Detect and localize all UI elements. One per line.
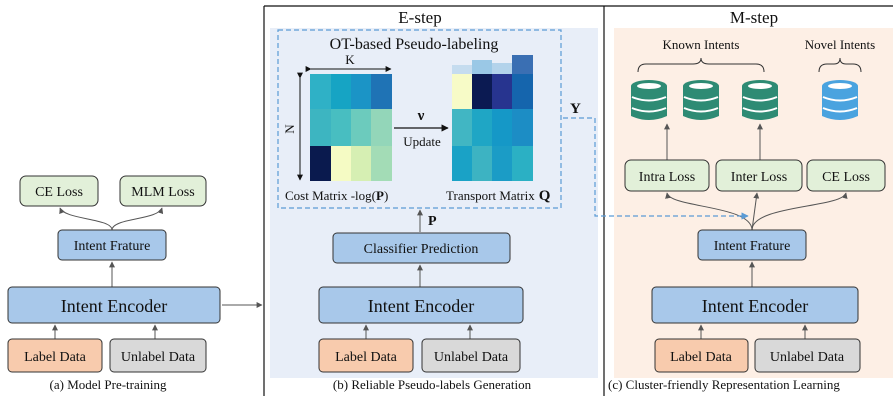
caption-a: (a) Model Pre-training [50, 377, 167, 392]
ce-loss-box [19, 175, 99, 207]
panel-m-step: M-step Known Intents Novel Intents [608, 8, 893, 392]
mstep-intent-encoder-label: Intent Encoder [702, 296, 808, 316]
inter-loss-label: Inter Loss [731, 170, 787, 185]
panel-model-pretraining: CE Loss MLM Loss Intent Frature Intent E… [7, 175, 221, 392]
panel-e-step: E-step OT-based Pseudo-labeling K N ν Up… [270, 8, 598, 392]
caption-c: (c) Cluster-friendly Representation Lear… [608, 377, 840, 392]
ot-dashed-box [277, 29, 562, 209]
mstep-unlabel-data-label: Unlabel Data [770, 350, 845, 365]
novel-intents-brace [818, 57, 862, 73]
unlabel-data-label: Unlabel Data [121, 350, 196, 365]
novel-intent-db-icon [822, 80, 858, 120]
classifier-prediction-box [332, 232, 511, 264]
dim-k-label: K [345, 52, 355, 67]
estep-title: E-step [398, 8, 441, 27]
mstep-label-data-box [654, 338, 749, 373]
known-intents-brace [637, 57, 765, 73]
mstep-intent-encoder-box [651, 286, 859, 324]
intent-encoder-label: Intent Encoder [61, 296, 167, 316]
estep-label-data-label: Label Data [335, 350, 398, 365]
caption-b: (b) Reliable Pseudo-labels Generation [333, 377, 532, 392]
known-intent-db-icon [742, 80, 778, 120]
nu-symbol: ν [417, 108, 425, 124]
mstep-title: M-step [730, 8, 778, 27]
classifier-prediction-label: Classifier Prediction [364, 242, 479, 257]
em-frame [263, 5, 893, 396]
unlabel-data-box [109, 338, 207, 373]
known-intent-db-icon [683, 80, 719, 120]
novel-intents-label: Novel Intents [805, 37, 875, 52]
dim-n-label: N [282, 124, 297, 134]
estep-unlabel-data-label: Unlabel Data [434, 350, 509, 365]
mlm-loss-label: MLM Loss [131, 185, 194, 200]
mstep-label-data-label: Label Data [670, 350, 733, 365]
y-symbol: Y [570, 101, 581, 117]
intra-loss-label: Intra Loss [639, 170, 695, 185]
mstep-unlabel-data-box [754, 338, 861, 373]
transport-marginal-bars [452, 55, 533, 74]
mstep-ce-loss-box [806, 159, 886, 192]
intent-feature-box [57, 229, 167, 261]
intent-feature-label: Intent Frature [74, 239, 151, 254]
p-symbol: P [428, 214, 437, 229]
ot-title: OT-based Pseudo-labeling [330, 36, 499, 53]
pseudo-label-connector: Y [563, 101, 749, 220]
cost-matrix-label: Cost Matrix -log(P) [285, 188, 388, 203]
ce-loss-label: CE Loss [35, 185, 83, 200]
intent-encoder-box [7, 286, 221, 324]
estep-intent-encoder-box [318, 286, 524, 324]
label-data-box [7, 338, 103, 373]
label-data-label: Label Data [24, 350, 87, 365]
cost-matrix-heatmap [310, 74, 392, 181]
mlm-loss-box [119, 175, 207, 207]
update-label: Update [403, 134, 441, 149]
intra-loss-box [624, 159, 710, 192]
known-intents-label: Known Intents [663, 37, 740, 52]
estep-intent-encoder-label: Intent Encoder [368, 296, 474, 316]
known-intent-db-icon [631, 80, 667, 120]
mstep-intent-feature-label: Intent Frature [714, 239, 791, 254]
estep-unlabel-data-box [421, 338, 521, 373]
mstep-intent-feature-box [697, 229, 807, 261]
inter-loss-box [715, 159, 803, 192]
mstep-ce-loss-label: CE Loss [822, 170, 870, 185]
transport-matrix-heatmap [452, 74, 533, 181]
estep-label-data-box [318, 338, 414, 373]
